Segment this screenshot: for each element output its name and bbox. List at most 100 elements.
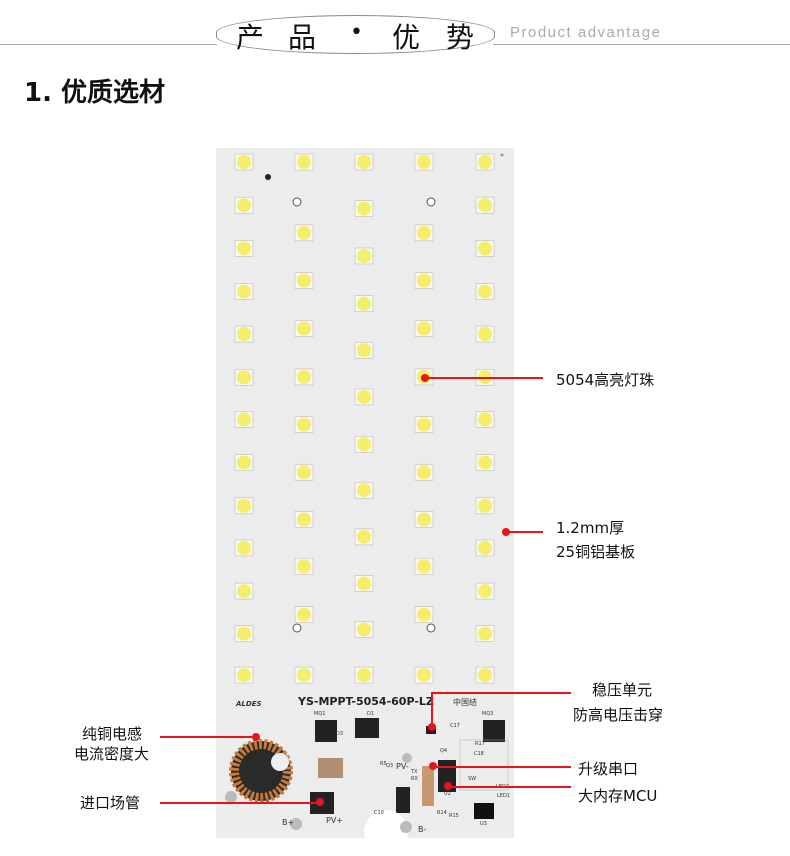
annotation-regulator-2: 防高电压击穿 [573, 706, 664, 724]
annotation-led: 5054高亮灯珠 [556, 371, 655, 389]
led-chip [297, 559, 311, 574]
led-chip [237, 412, 251, 427]
annotation-uart: 升级串口 [578, 760, 639, 778]
driver-circuit [225, 718, 509, 854]
led-chip [417, 512, 431, 527]
fiducial-mark [265, 174, 271, 180]
led-chip [478, 155, 492, 169]
led-chip [357, 343, 371, 358]
led-chip [478, 198, 492, 213]
led-chip [478, 540, 492, 555]
component-label: LED1 [497, 793, 510, 799]
annotation-substrate-1: 1.2mm厚 [556, 519, 625, 537]
annotation-mosfet: 进口场管 [80, 794, 141, 812]
led-chip [237, 155, 251, 169]
header-rule-right [493, 44, 790, 45]
mounting-hole [426, 623, 436, 633]
component-label: Q4 [440, 748, 448, 754]
led-chip [297, 668, 311, 683]
led-chip [417, 155, 431, 169]
solder-pad [400, 821, 412, 833]
component-label: C10 [374, 810, 384, 816]
component-label: C18 [474, 751, 484, 757]
led-chip [417, 559, 431, 574]
led-chip [357, 437, 371, 452]
led-chip [237, 370, 251, 385]
pad-label: PV- [396, 762, 409, 771]
led-chip [237, 540, 251, 555]
callout-dot [316, 798, 324, 806]
capacitors [318, 758, 343, 778]
callout-line [431, 692, 571, 694]
header-title-frame [216, 15, 495, 54]
led-chip [297, 607, 311, 622]
led-chip [417, 321, 431, 336]
header-title-char: 势 [446, 21, 475, 54]
led-chip [478, 498, 492, 513]
led-chip [357, 296, 371, 311]
component-label: SW [468, 776, 477, 782]
led-chip [478, 327, 492, 342]
callout-dot [428, 723, 436, 731]
led-chip [417, 668, 431, 683]
led-chip [417, 225, 431, 240]
component-label: R17 [475, 741, 485, 747]
callout-dot [252, 733, 260, 741]
solder-pad [402, 753, 412, 763]
led-chip [237, 626, 251, 641]
led-array [234, 153, 495, 684]
led-chip [357, 389, 371, 404]
led-chip [417, 465, 431, 480]
mounting-hole [292, 197, 302, 207]
led-chip [357, 201, 371, 216]
led-chip [297, 321, 311, 336]
component-label: U2 [444, 791, 451, 797]
annotation-inductor-1: 纯铜电感 [82, 725, 143, 743]
led-chip [417, 607, 431, 622]
component-label: U3 [480, 821, 487, 827]
component-label: R5 [380, 761, 387, 767]
component-label: TX [411, 769, 418, 775]
component-label: R14 [437, 810, 447, 816]
header-title-char: 产 [236, 21, 265, 54]
resistor-block [396, 787, 410, 813]
header-title-char: • [350, 20, 363, 45]
led-chip [478, 241, 492, 256]
callout-line [433, 766, 571, 768]
header-title-char: 优 [392, 21, 421, 54]
led-chip [478, 584, 492, 599]
component-label: RX [411, 776, 418, 782]
led-chip [357, 155, 371, 169]
mounting-hole [292, 623, 302, 633]
callout-line [448, 786, 571, 788]
callout-line [160, 802, 318, 804]
led-chip [237, 284, 251, 299]
led-chip [297, 155, 311, 169]
led-chip [357, 668, 371, 683]
mounting-hole [426, 197, 436, 207]
board-brand: ALDES [236, 700, 262, 708]
component-label: D1 [367, 711, 375, 717]
led-chip [297, 417, 311, 432]
header-rule-left [0, 44, 217, 45]
led-chip [417, 273, 431, 288]
board-model: YS-MPPT-5054-60P-LZ [298, 695, 434, 708]
board-origin: 中国结 [453, 698, 477, 707]
led-chip [357, 483, 371, 498]
component-label: C17 [450, 723, 460, 729]
led-chip [237, 198, 251, 213]
led-chip [478, 626, 492, 641]
component-label: Q3 [386, 763, 394, 769]
pad-label: B- [418, 825, 427, 834]
component-label: MQ3 [482, 711, 494, 717]
led-chip [417, 417, 431, 432]
header-subtitle: Product advantage [510, 24, 662, 41]
led-chip [357, 248, 371, 263]
led-chip [237, 241, 251, 256]
led-chip [357, 576, 371, 591]
solder-pad [225, 791, 237, 803]
annotation-inductor-2: 电流密度大 [74, 745, 150, 763]
component-label: R15 [449, 813, 459, 819]
component-label: MQ1 [314, 711, 326, 717]
led-chip [478, 412, 492, 427]
